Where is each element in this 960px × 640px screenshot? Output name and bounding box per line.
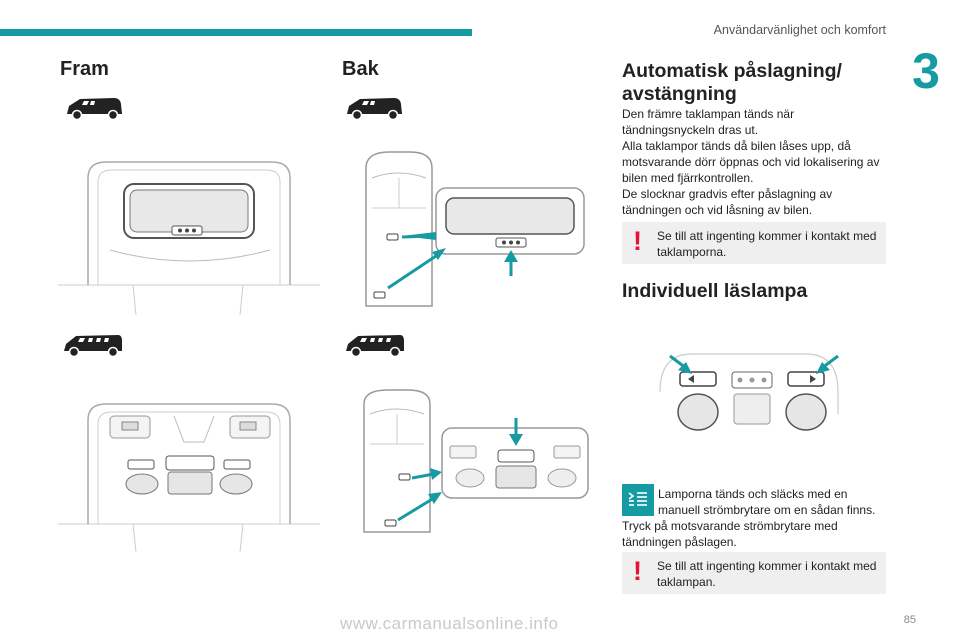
auto-paragraph-2: Alla taklampor tänds då bilen låses upp,… <box>622 139 880 185</box>
reading-note-text: Lamporna tänds och släcks med en manuell… <box>622 486 884 550</box>
rear-lamp-location-diagram <box>365 151 585 307</box>
chapter-number: 3 <box>912 43 940 99</box>
auto-paragraph-3: De slocknar gradvis efter påslagning av … <box>622 187 833 217</box>
reading-warning-text: Se till att ingenting kommer i kontakt m… <box>657 559 877 589</box>
van-long-icon <box>346 335 404 358</box>
watermark-text: www.carmanualsonline.info <box>340 614 559 633</box>
rear-lamp-long-location-diagram <box>363 389 589 533</box>
rear-heading: Bak <box>342 58 379 80</box>
front-heading: Fram <box>60 58 109 80</box>
auto-warning-box: ! Se till att ingenting kommer i kontakt… <box>622 222 886 264</box>
note-info-icon <box>622 484 654 516</box>
front-ceiling-lamp-diagram <box>58 161 320 316</box>
header-accent-bar <box>0 29 472 36</box>
van-short-icon <box>347 98 402 121</box>
auto-paragraph-1: Den främre taklampan tänds när tändnings… <box>622 107 795 137</box>
reading-lamp-diagram <box>659 353 839 431</box>
reading-note-line-1: Lamporna tänds och släcks med en manuell… <box>658 487 876 517</box>
chapter-title: Användarvänlighet och komfort <box>713 23 886 37</box>
page-number: 85 <box>903 614 916 626</box>
reading-warning-box: ! Se till att ingenting kommer i kontakt… <box>622 552 886 594</box>
auto-section-title: Automatisk påslagning/ avstängning <box>622 60 842 105</box>
reading-section-title: Individuell läslampa <box>622 280 808 302</box>
warning-exclamation-icon: ! <box>633 226 642 256</box>
auto-warning-text: Se till att ingenting kommer i kontakt m… <box>657 229 877 259</box>
reading-note-line-2: Tryck på motsvarande strömbrytare med tä… <box>622 519 838 549</box>
front-ceiling-lamp-long-diagram <box>58 403 320 553</box>
van-long-icon <box>64 335 122 358</box>
van-short-icon <box>67 98 122 121</box>
warning-exclamation-icon: ! <box>633 556 642 586</box>
auto-section-body: Den främre taklampan tänds när tändnings… <box>622 106 887 218</box>
